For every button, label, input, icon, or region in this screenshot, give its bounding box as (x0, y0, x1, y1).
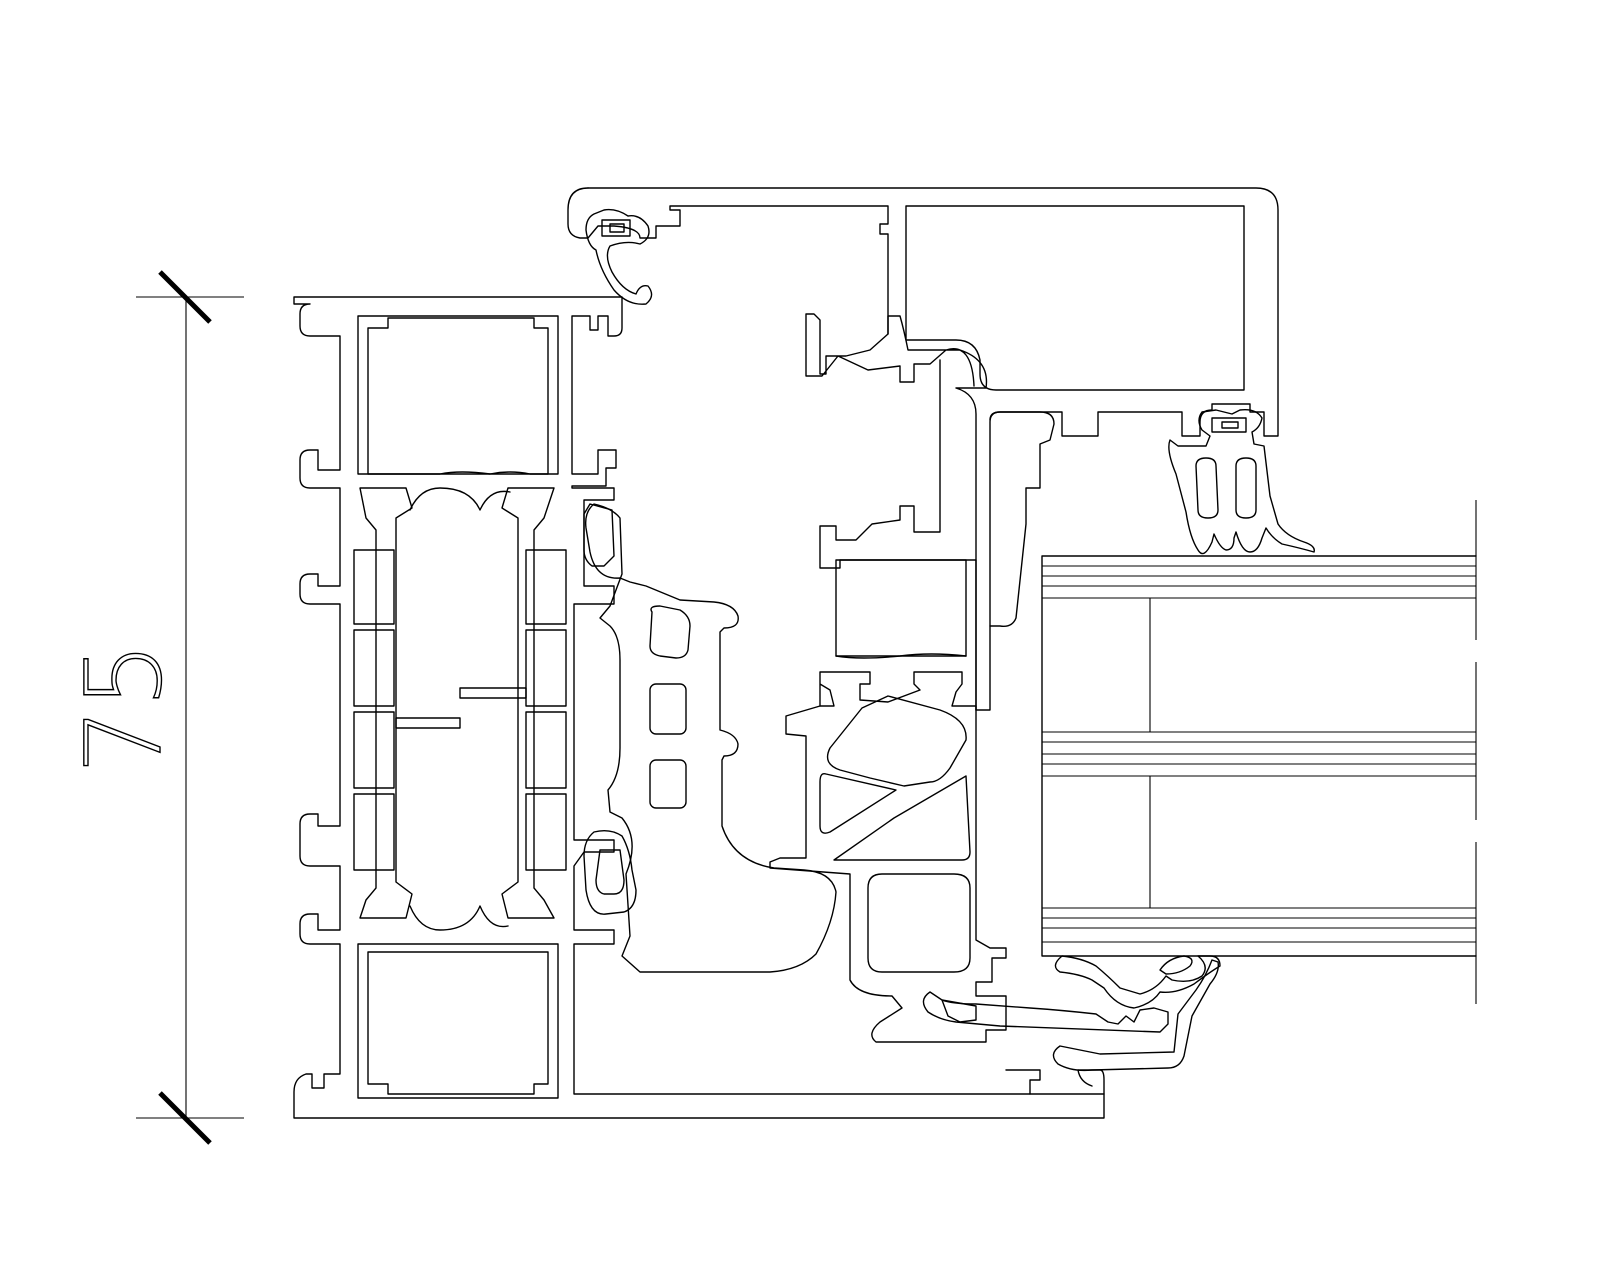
outer-gasket-hole-right (1235, 457, 1257, 519)
frame-outer-contour (293, 296, 1105, 1119)
sash-top-gasket-core (601, 219, 631, 237)
inner-glazing-gasket (1054, 955, 1221, 1009)
sash-right-wall (819, 359, 977, 711)
cell (525, 793, 567, 871)
outer-glazing-gasket (1168, 408, 1315, 555)
intermediate-seal (583, 503, 837, 973)
cell (525, 711, 567, 789)
sash-lower-chamber (867, 873, 971, 973)
sash-top-profile (567, 187, 1279, 711)
sash-top-gasket (585, 208, 653, 305)
sash-mid-chamber-inner (835, 653, 967, 659)
glass-unit-outline (1041, 555, 1477, 957)
thermal-break-cells (353, 549, 567, 871)
dimension-tick-top (158, 270, 212, 324)
frame-bottom-chamber (357, 943, 559, 1099)
cell (525, 549, 567, 625)
sash-triangle-chamber-left (819, 772, 897, 834)
cell (353, 711, 395, 789)
inner-gasket-lip (1159, 955, 1193, 975)
seal-cell (649, 683, 687, 735)
intermediate-seal-contour (584, 503, 837, 973)
dimension-value: 75 (63, 642, 185, 774)
frame-bottom-chamber-inner (367, 951, 549, 1095)
cell (353, 549, 395, 625)
sash-outer-contour (587, 187, 1279, 711)
frame-top-chamber-inner (367, 317, 549, 475)
frame-bottom-seal-core (595, 849, 625, 895)
sash-top-chamber (905, 205, 1245, 391)
left-frame-profile (293, 296, 1105, 1119)
thermal-break-web (395, 687, 527, 729)
sash-triangle-chamber-right (833, 775, 971, 861)
outer-gasket-hole-left (1195, 457, 1219, 519)
cell (353, 629, 395, 707)
thermal-break-strip (359, 487, 413, 919)
seal-cell (649, 759, 687, 809)
bottom-glazing-gaskets (922, 955, 1221, 1095)
sash-bottom-track (922, 991, 1169, 1033)
dimension-annotation: 75 (62, 270, 244, 1145)
bottom-retaining-gasket (1052, 959, 1220, 1072)
cell (525, 629, 567, 707)
sash-top-flange (567, 187, 889, 335)
frame-top-seal (583, 503, 615, 567)
glazing-bead-contour (989, 411, 1055, 628)
seal-cell (649, 605, 691, 659)
thermal-break-core (409, 487, 511, 931)
frame-bottom-lip (1005, 1069, 1105, 1095)
frame-bottom-seal (583, 829, 637, 915)
dimension-tick-bottom (158, 1091, 212, 1145)
frame-top-chamber (357, 315, 559, 475)
sash-mid-chamber (835, 559, 967, 657)
sash-body (769, 359, 1007, 1043)
insulated-glass-unit (1041, 500, 1477, 1004)
sash-bottom-track-inner (941, 999, 977, 1023)
sash-t-slots (819, 671, 977, 711)
cell (353, 793, 395, 871)
outer-gasket-hook (1211, 417, 1247, 433)
glazing-bead (989, 408, 1315, 628)
sash-rhombus-chamber (826, 695, 967, 787)
thermal-break-strip-right (501, 487, 555, 919)
